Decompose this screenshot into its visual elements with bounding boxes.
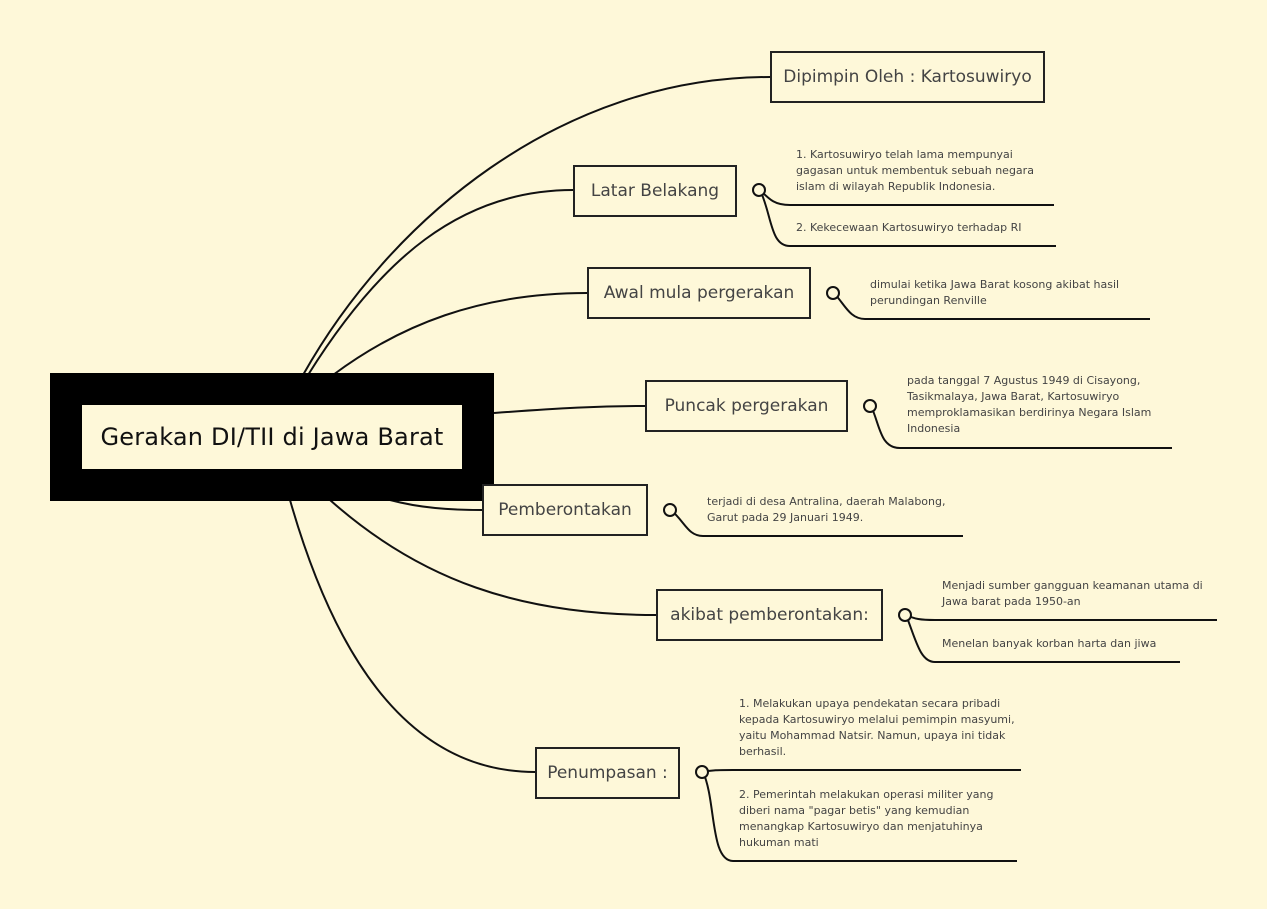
branch-akibat bbox=[329, 499, 657, 616]
note-awal: dimulai ketika Jawa Barat kosong akibat … bbox=[870, 278, 1120, 307]
branch-pemberontakan bbox=[389, 499, 483, 511]
note-penumpasan-1: 1. Melakukan upaya pendekatan secara pri… bbox=[739, 697, 1015, 758]
topic-label: Latar Belakang bbox=[590, 181, 720, 201]
note-penumpasan-2: 2. Pemerintah melakukan operasi militer … bbox=[739, 788, 994, 849]
topic-label: Penumpasan : bbox=[547, 763, 668, 783]
penumpasan-node-circle bbox=[695, 765, 709, 779]
awal-node-circle bbox=[826, 286, 840, 300]
central-topic[interactable]: Gerakan DI/TII di Jawa Barat bbox=[50, 373, 494, 501]
topic-label: Puncak pergerakan bbox=[664, 396, 829, 416]
topic-awal-mula[interactable]: Awal mula pergerakan bbox=[587, 267, 811, 319]
note-line-puncak bbox=[870, 405, 1172, 449]
topic-label: Dipimpin Oleh : Kartosuwiryo bbox=[783, 67, 1032, 87]
topic-akibat[interactable]: akibat pemberontakan: bbox=[656, 589, 883, 641]
topic-penumpasan[interactable]: Penumpasan : bbox=[535, 747, 680, 799]
note-line-akibat-2 bbox=[905, 614, 1180, 663]
latar-node-circle bbox=[752, 183, 766, 197]
branch-latar bbox=[307, 189, 574, 376]
pemberontakan-node-circle bbox=[663, 503, 677, 517]
branch-dipimpin bbox=[302, 76, 771, 376]
akibat-node-circle bbox=[898, 608, 912, 622]
topic-pemberontakan[interactable]: Pemberontakan bbox=[482, 484, 648, 536]
branch-awal bbox=[332, 292, 588, 376]
note-line-penumpasan-2 bbox=[702, 771, 1017, 862]
note-pemberontakan: terjadi di desa Antralina, daerah Malabo… bbox=[707, 495, 946, 524]
topic-label: Awal mula pergerakan bbox=[603, 283, 795, 303]
puncak-node-circle bbox=[863, 399, 877, 413]
note-akibat-1: Menjadi sumber gangguan keamanan utama d… bbox=[942, 579, 1203, 608]
branch-penumpasan bbox=[289, 499, 536, 773]
topic-label: akibat pemberontakan: bbox=[670, 605, 869, 625]
note-puncak: pada tanggal 7 Agustus 1949 di Cisayong,… bbox=[907, 374, 1152, 435]
central-topic-title: Gerakan DI/TII di Jawa Barat bbox=[82, 405, 462, 469]
topic-puncak[interactable]: Puncak pergerakan bbox=[645, 380, 848, 432]
note-line-akibat-1 bbox=[905, 614, 1217, 621]
note-latar-2: 2. Kekecewaan Kartosuwiryo terhadap RI bbox=[796, 221, 1022, 234]
note-line-penumpasan-1 bbox=[702, 769, 1021, 773]
note-line-latar-2 bbox=[759, 189, 1056, 247]
topic-dipimpin[interactable]: Dipimpin Oleh : Kartosuwiryo bbox=[770, 51, 1045, 103]
note-latar-1: 1. Kartosuwiryo telah lama mempunyai gag… bbox=[796, 148, 1034, 193]
topic-label: Pemberontakan bbox=[498, 500, 632, 520]
branch-puncak bbox=[493, 405, 646, 414]
note-akibat-2: Menelan banyak korban harta dan jiwa bbox=[942, 637, 1157, 650]
topic-latar-belakang[interactable]: Latar Belakang bbox=[573, 165, 737, 217]
